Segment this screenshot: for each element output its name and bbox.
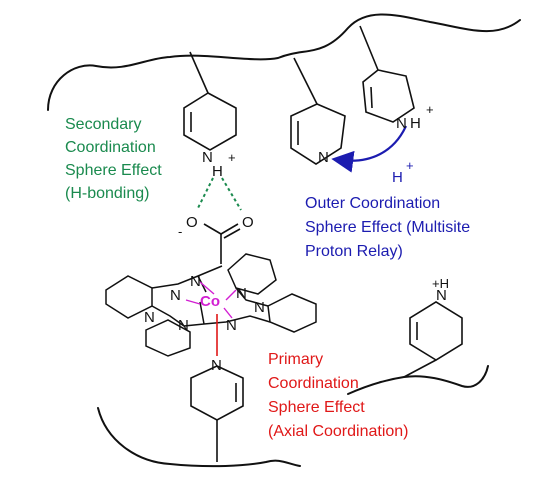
linker-pyridine-right [403, 359, 437, 378]
atom-n-meso-top: N [190, 273, 201, 290]
pyridine-ring-axial [190, 365, 244, 421]
pyridine-ring-secondary [183, 92, 237, 151]
carboxylate-group [203, 223, 241, 239]
outer-label-line-3: Proton Relay) [305, 243, 403, 260]
isoindole-ring-bottom [145, 319, 191, 357]
linker-pyridine-outer-right [359, 25, 379, 71]
atom-n-meso-right: N [254, 299, 265, 316]
outer-label-line-1: Outer Coordination [305, 195, 440, 212]
co-n-bond-right [225, 289, 237, 301]
outer-sphere-label: Outer Coordination Sphere Effect (Multis… [305, 195, 470, 260]
cobalt-nitrogen-bonds [185, 281, 237, 319]
primary-label-line-3: Sphere Effect [268, 399, 365, 416]
outer-label-line-2: Sphere Effect (Multisite [305, 219, 470, 236]
pyridine-ring-outer-left [290, 103, 346, 165]
carboxylate-co-right-double [223, 228, 241, 239]
polymer-backbones [47, 13, 521, 468]
charge-plus-h-right: +H [432, 276, 449, 291]
charge-minus-carboxylate: - [178, 224, 182, 239]
polymer-backbone-right [347, 365, 489, 395]
primary-label-line-4: (Axial Coordination) [268, 423, 409, 440]
atom-n-meso-left: N [170, 287, 181, 304]
linker-pyridine-secondary [189, 51, 209, 94]
secondary-label-line-2: Coordination [65, 139, 156, 156]
hydrogen-bond-right [221, 177, 242, 211]
pyridine-ring-outer-right-double [370, 86, 373, 109]
proton-relay-arrow [331, 125, 407, 173]
isoindole-ring-right [267, 293, 317, 333]
atom-n-pyridinium-secondary: N [202, 149, 213, 166]
atom-o-right: O [242, 214, 254, 231]
primary-label-line-2: Coordination [268, 375, 359, 392]
hydrogen-bond-left [196, 177, 214, 211]
co-n-bond-bottom [223, 307, 233, 319]
secondary-label-line-1: Secondary [65, 116, 142, 133]
secondary-label-line-4: (H-bonding) [65, 185, 149, 202]
atom-n-axial-pyridine: N [211, 357, 222, 374]
co-n-bond-left [185, 299, 201, 305]
atom-labels: N H + N N H + N +H O - O N N N N N N N N… [144, 102, 449, 374]
proton-h: H [392, 169, 403, 186]
charge-plus-secondary: + [228, 150, 236, 165]
atom-n-pyrrole-left: N [144, 309, 155, 326]
carboxylate-co-right [220, 223, 239, 235]
primary-sphere-label: Primary Coordination Sphere Effect (Axia… [268, 351, 409, 440]
linker-pyridine-outer-left [293, 57, 318, 105]
atom-n-pyridinium-right: N [436, 287, 447, 304]
primary-label-line-1: Primary [268, 351, 323, 368]
atom-cobalt: Co [200, 293, 220, 310]
atom-n-pyrrole-top-right: N [236, 285, 247, 302]
co-n-bond-top [199, 281, 215, 295]
linker-bonds [189, 25, 437, 462]
atom-h-outer-right: H [410, 115, 421, 132]
secondary-sphere-label: Secondary Coordination Sphere Effect (H-… [65, 116, 162, 202]
polymer-backbone-bottom [97, 407, 301, 468]
pyridine-ring-right [409, 301, 463, 361]
polymer-backbone-top [47, 13, 521, 111]
hydrogen-bonds [196, 177, 242, 211]
atom-h-pyridinium-secondary: H [212, 163, 223, 180]
pyridine-ring-outer-right [362, 69, 415, 123]
secondary-label-line-3: Sphere Effect [65, 162, 162, 179]
charge-plus-outer-right: + [426, 102, 434, 117]
atom-n-outer-left: N [318, 149, 329, 166]
proton-charge-plus: + [406, 158, 414, 173]
atom-n-outer-right: N [396, 115, 407, 132]
atom-o-left: O [186, 214, 198, 231]
atom-n-pyrrole-bottom-left: N [178, 317, 189, 334]
carboxylate-co-left [203, 223, 222, 235]
atom-n-pyrrole-bottom: N [226, 317, 237, 334]
